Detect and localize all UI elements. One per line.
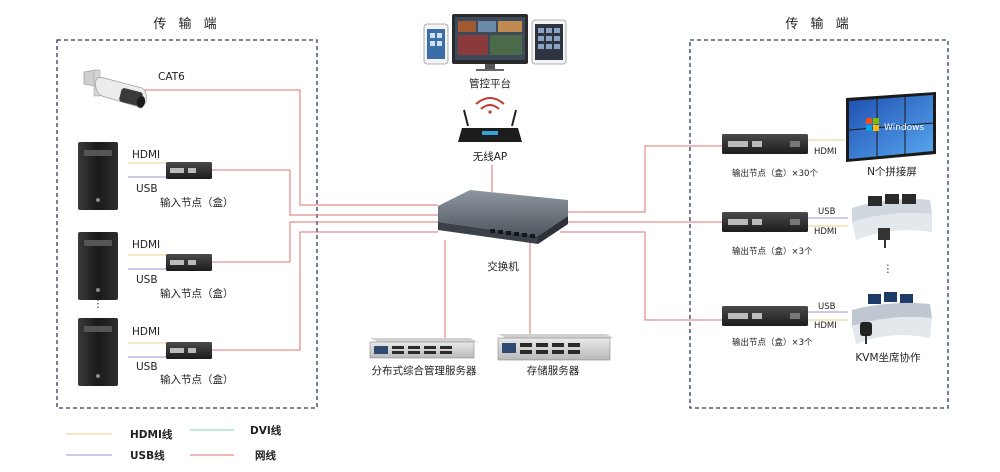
output-3-usb-label: USB xyxy=(818,302,836,312)
legend: HDMI线 DVI线 USB线 网线 xyxy=(66,424,282,462)
right-panel-frame xyxy=(689,39,949,409)
control-platform-label: 管控平台 xyxy=(469,77,511,90)
camera-icon xyxy=(83,69,147,109)
video-wall-icon: Windows xyxy=(846,92,936,162)
wireless-ap-label: 无线AP xyxy=(473,150,508,163)
node-box-icon xyxy=(166,342,212,359)
server-2-label: 存储服务器 xyxy=(527,364,580,377)
output-2-usb-label: USB xyxy=(818,207,836,217)
ellipsis-mark: ⋮ xyxy=(883,263,894,275)
left-panel-title: 传 输 端 xyxy=(153,16,220,32)
output-3-hdmi-label: HDMI xyxy=(814,321,837,331)
node-box-icon xyxy=(166,162,212,179)
ellipsis-mark: ⋮ xyxy=(93,298,104,310)
output-3-label: 输出节点（盒）×3个 xyxy=(732,337,813,348)
left-panel-frame xyxy=(56,39,318,409)
tablet-icon xyxy=(531,19,567,65)
switch-icon xyxy=(438,190,568,244)
input-3-usb-label: USB xyxy=(136,361,158,373)
output-2-label: 输出节点（盒）×3个 xyxy=(732,246,813,257)
pc-tower-icon xyxy=(78,142,118,210)
switch-label: 交换机 xyxy=(487,260,519,273)
router-icon xyxy=(458,109,522,142)
kvm-label: KVM坐席协作 xyxy=(855,351,921,364)
signal-cables xyxy=(128,139,848,358)
pc-tower-icon xyxy=(78,232,118,300)
pc-tower-icon xyxy=(78,318,118,386)
camera-cable-label: CAT6 xyxy=(158,71,185,83)
console-desk-icon xyxy=(852,194,932,248)
server-1-label: 分布式综合管理服务器 xyxy=(372,364,477,377)
node-box-icon xyxy=(722,134,808,154)
server-icon xyxy=(369,338,478,359)
console-desk-icon xyxy=(852,292,932,344)
monitor-icon xyxy=(452,14,528,71)
output-1-label: 输出节点（盒）×30个 xyxy=(732,168,818,179)
node-box-icon xyxy=(166,254,212,271)
input-3-label: 输入节点（盒） xyxy=(160,373,234,386)
output-2-hdmi-label: HDMI xyxy=(814,227,837,237)
server-icon xyxy=(497,334,614,361)
wifi-icon xyxy=(475,97,505,114)
legend-usb-label: USB线 xyxy=(130,449,165,462)
network-cables xyxy=(140,89,722,351)
screen-text: Windows xyxy=(884,123,924,133)
legend-dvi-label: DVI线 xyxy=(250,424,282,437)
video-wall-label: N个拼接屏 xyxy=(867,165,917,178)
node-box-icon xyxy=(722,306,808,326)
phone-icon xyxy=(423,23,449,65)
input-2-hdmi-label: HDMI xyxy=(132,239,160,251)
input-1-label: 输入节点（盒） xyxy=(160,196,234,209)
input-2-label: 输入节点（盒） xyxy=(160,287,234,300)
output-1-hdmi-label: HDMI xyxy=(814,147,837,157)
legend-hdmi-label: HDMI线 xyxy=(130,428,173,441)
legend-network-label: 网线 xyxy=(255,449,276,462)
node-box-icon xyxy=(722,212,808,232)
input-3-hdmi-label: HDMI xyxy=(132,326,160,338)
input-1-usb-label: USB xyxy=(136,183,158,195)
input-1-hdmi-label: HDMI xyxy=(132,149,160,161)
input-2-usb-label: USB xyxy=(136,274,158,286)
right-panel-title: 传 输 端 xyxy=(785,16,852,32)
